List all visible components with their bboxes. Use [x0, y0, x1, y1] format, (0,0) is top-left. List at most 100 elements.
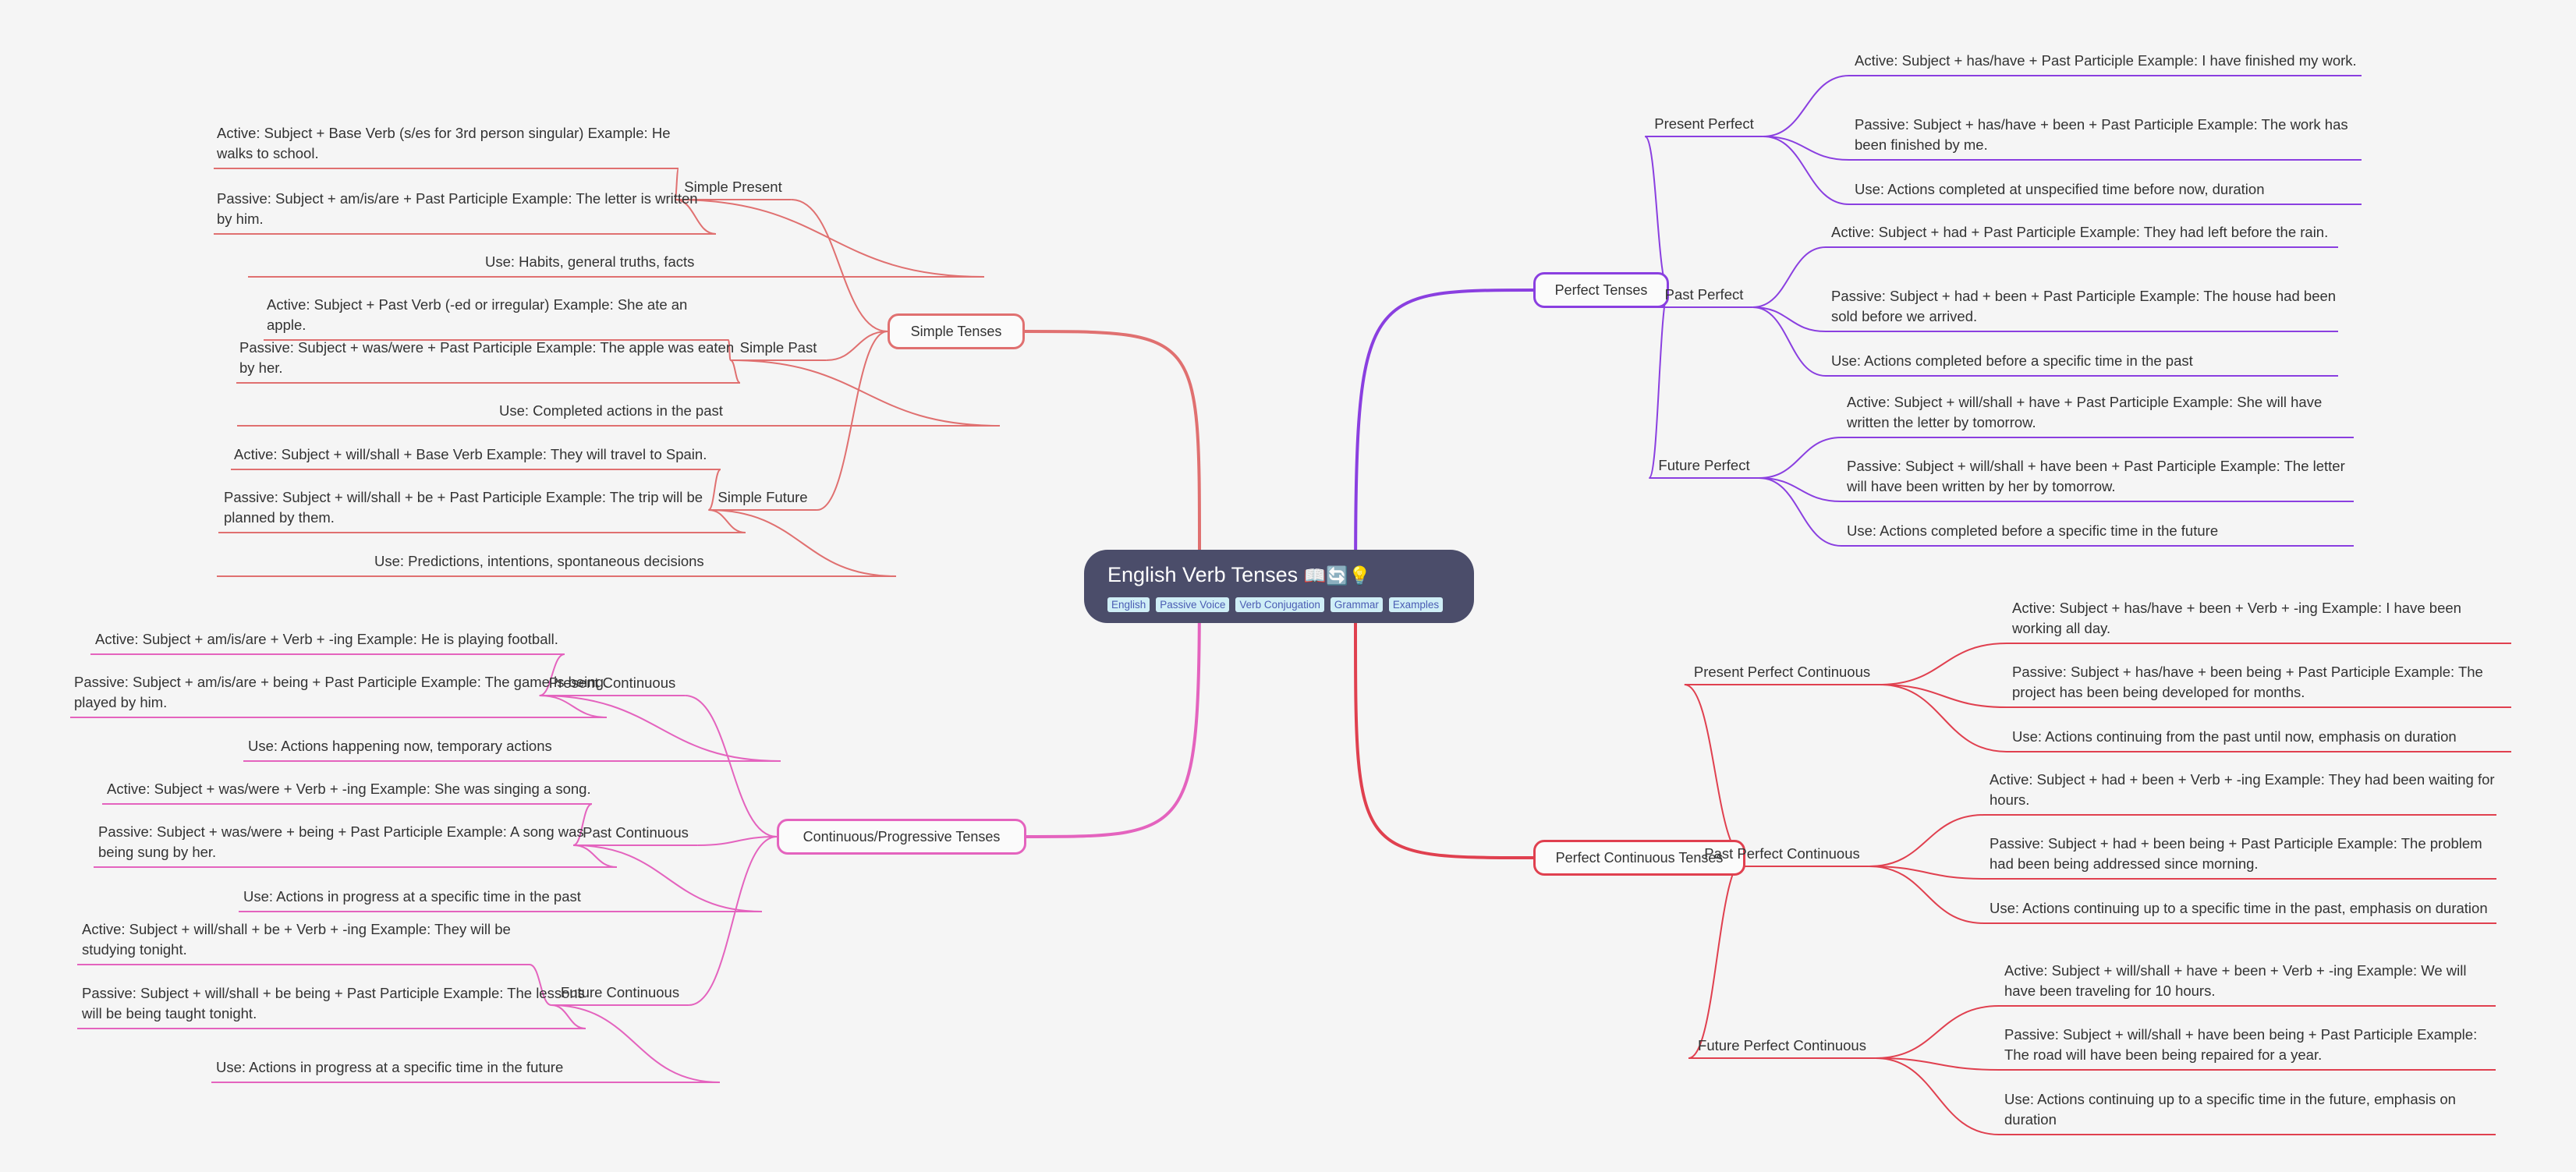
leaf-connector	[1752, 306, 1827, 377]
root-title: English Verb Tenses	[1107, 563, 1299, 586]
subtopic-future-continuous[interactable]: Future Continuous	[560, 984, 680, 1000]
leaf-future-continuous-use[interactable]: Use: Actions in progress at a specific t…	[216, 1059, 564, 1075]
leaf-connector	[1875, 1057, 2000, 1135]
leaf-connector	[551, 1004, 721, 1083]
leaf-connector	[1880, 684, 2007, 708]
leaf-connector	[730, 359, 1001, 427]
leaf-past-continuous-passive[interactable]: Passive: Subject + was/were + being + Pa…	[98, 823, 584, 860]
subtopic-connector-future-continuous	[689, 836, 778, 1006]
leaf-past-perfect-passive[interactable]: Passive: Subject + had + been + Past Par…	[1831, 288, 2337, 324]
leaf-simple-future-active[interactable]: Active: Subject + will/shall + Base Verb…	[234, 446, 707, 462]
subtopic-present-continuous[interactable]: Present Continuous	[548, 675, 676, 691]
leaf-future-perfect-continuous-use[interactable]: Use: Actions continuing up to a specific…	[2004, 1091, 2456, 1128]
leaf-present-perfect-passive[interactable]: Passive: Subject + has/have + been + Pas…	[1855, 116, 2348, 153]
leaf-present-continuous-active[interactable]: Active: Subject + am/is/are + Verb + -in…	[95, 631, 558, 647]
leaf-simple-present-active[interactable]: Active: Subject + Base Verb (s/es for 3r…	[217, 125, 671, 161]
leaf-simple-past-use[interactable]: Use: Completed actions in the past	[499, 402, 723, 419]
leaf-connector	[539, 653, 565, 696]
branch-continuous-progressive-tenses[interactable]: Continuous/Progressive Tenses	[777, 819, 1026, 855]
branch-perfect-continuous-tenses[interactable]: Perfect Continuous Tenses	[1533, 840, 1745, 876]
leaf-connector	[728, 339, 732, 361]
subtopic-future-perfect-continuous[interactable]: Future Perfect Continuous	[1698, 1037, 1866, 1053]
leaf-connector	[1869, 866, 1985, 924]
tag-grammar[interactable]: Grammar	[1330, 597, 1383, 612]
tag-examples[interactable]: Examples	[1388, 597, 1444, 612]
tag-verb-conjugation[interactable]: Verb Conjugation	[1235, 597, 1324, 612]
branch-connector-continuous-progressive-tenses	[1026, 549, 1201, 838]
subtopic-connector-future-perfect-continuous	[1688, 857, 1746, 1059]
leaf-connector	[1759, 477, 1842, 547]
leaf-connector	[708, 509, 897, 577]
leaf-future-perfect-use[interactable]: Use: Actions completed before a specific…	[1847, 522, 2219, 539]
leaf-simple-past-active[interactable]: Active: Subject + Past Verb (-ed or irre…	[267, 296, 688, 333]
leaf-future-continuous-active[interactable]: Active: Subject + will/shall + be + Verb…	[82, 921, 511, 958]
leaf-future-continuous-passive[interactable]: Passive: Subject + will/shall + be being…	[82, 985, 585, 1022]
subtopic-simple-past[interactable]: Simple Past	[739, 339, 817, 356]
root-emoji-icons: 📖🔄💡	[1303, 565, 1371, 586]
subtopic-simple-future[interactable]: Simple Future	[718, 489, 808, 505]
tag-passive-voice[interactable]: Passive Voice	[1156, 597, 1230, 612]
leaf-past-perfect-active[interactable]: Active: Subject + had + Past Participle …	[1831, 224, 2329, 240]
leaf-connector	[1869, 866, 1985, 880]
leaf-present-perfect-active[interactable]: Active: Subject + has/have + Past Partic…	[1855, 52, 2357, 69]
subtopic-present-perfect[interactable]: Present Perfect	[1654, 115, 1754, 132]
leaf-simple-future-passive[interactable]: Passive: Subject + will/shall + be + Pas…	[224, 489, 703, 526]
leaf-simple-future-use[interactable]: Use: Predictions, intentions, spontaneou…	[374, 553, 704, 569]
subtopic-connector-simple-past	[826, 331, 888, 361]
branch-connector-simple-tenses	[1024, 330, 1201, 551]
leaf-future-perfect-active[interactable]: Active: Subject + will/shall + have + Pa…	[1847, 394, 2323, 430]
leaf-connector	[572, 803, 593, 846]
subtopic-past-perfect[interactable]: Past Perfect	[1664, 286, 1744, 303]
leaf-simple-present-use[interactable]: Use: Habits, general truths, facts	[485, 253, 695, 270]
leaf-connector	[529, 964, 552, 1006]
subtopic-future-perfect[interactable]: Future Perfect	[1658, 457, 1750, 473]
leaf-past-perfect-continuous-passive[interactable]: Passive: Subject + had + been being + Pa…	[1990, 835, 2482, 872]
subtopic-past-continuous[interactable]: Past Continuous	[583, 824, 689, 841]
leaf-present-perfect-continuous-passive[interactable]: Passive: Subject + has/have + been being…	[2012, 664, 2483, 700]
subtopic-present-perfect-continuous[interactable]: Present Perfect Continuous	[1693, 664, 1871, 680]
leaf-present-continuous-use[interactable]: Use: Actions happening now, temporary ac…	[248, 738, 552, 754]
subtopic-connector-simple-present	[791, 199, 888, 332]
leaf-present-perfect-continuous-use[interactable]: Use: Actions continuing from the past un…	[2012, 728, 2457, 745]
tag-english[interactable]: English	[1107, 597, 1150, 612]
leaf-future-perfect-passive[interactable]: Passive: Subject + will/shall + have bee…	[1847, 458, 2345, 494]
leaf-connector	[1875, 1057, 2000, 1071]
leaf-connector	[1880, 684, 2007, 752]
subtopic-past-perfect-continuous[interactable]: Past Perfect Continuous	[1704, 845, 1860, 862]
branch-connector-perfect-tenses	[1354, 289, 1534, 624]
leaf-connector	[675, 199, 717, 235]
leaf-connector	[539, 695, 781, 762]
branch-perfect-tenses[interactable]: Perfect Tenses	[1533, 272, 1669, 308]
leaf-simple-present-passive[interactable]: Passive: Subject + am/is/are + Past Part…	[217, 190, 698, 227]
leaf-connector	[675, 199, 985, 278]
leaf-past-continuous-use[interactable]: Use: Actions in progress at a specific t…	[243, 888, 581, 905]
leaf-past-perfect-continuous-active[interactable]: Active: Subject + had + been + Verb + -i…	[1990, 771, 2495, 808]
leaf-past-perfect-use[interactable]: Use: Actions completed before a specific…	[1831, 352, 2193, 369]
leaf-connector	[1759, 477, 1842, 502]
subtopic-simple-present[interactable]: Simple Present	[684, 179, 782, 195]
leaf-connector	[1763, 136, 1850, 205]
leaf-present-perfect-use[interactable]: Use: Actions completed at unspecified ti…	[1855, 181, 2265, 197]
subtopic-connector-simple-future	[817, 331, 888, 511]
root-title-row: English Verb Tenses 📖🔄💡	[1107, 561, 1451, 590]
leaf-future-perfect-continuous-active[interactable]: Active: Subject + will/shall + have + be…	[2004, 962, 2467, 999]
root-topic[interactable]: English Verb Tenses 📖🔄💡 English Passive …	[1084, 550, 1474, 623]
subtopic-connector-future-perfect	[1648, 289, 1670, 479]
leaf-present-perfect-continuous-active[interactable]: Active: Subject + has/have + been + Verb…	[2012, 600, 2461, 636]
leaf-connector	[1869, 814, 1985, 867]
branch-simple-tenses[interactable]: Simple Tenses	[888, 313, 1025, 349]
leaf-present-continuous-passive[interactable]: Passive: Subject + am/is/are + being + P…	[74, 674, 604, 710]
leaf-future-perfect-continuous-passive[interactable]: Passive: Subject + will/shall + have bee…	[2004, 1026, 2478, 1063]
leaf-connector	[1763, 136, 1850, 161]
leaf-past-perfect-continuous-use[interactable]: Use: Actions continuing up to a specific…	[1990, 900, 2488, 916]
subtopic-connector-present-continuous	[685, 695, 778, 837]
leaf-past-continuous-active[interactable]: Active: Subject + was/were + Verb + -ing…	[107, 781, 591, 797]
subtopic-connector-present-perfect	[1644, 136, 1670, 291]
root-tags: English Passive Voice Verb Conjugation G…	[1107, 597, 1451, 612]
leaf-connector	[1752, 306, 1827, 332]
leaf-simple-past-passive[interactable]: Passive: Subject + was/were + Past Parti…	[239, 339, 735, 376]
branch-connector-perfect-continuous-tenses	[1354, 622, 1534, 859]
subtopic-connector-past-continuous	[697, 836, 778, 846]
leaf-connector	[1752, 246, 1827, 308]
